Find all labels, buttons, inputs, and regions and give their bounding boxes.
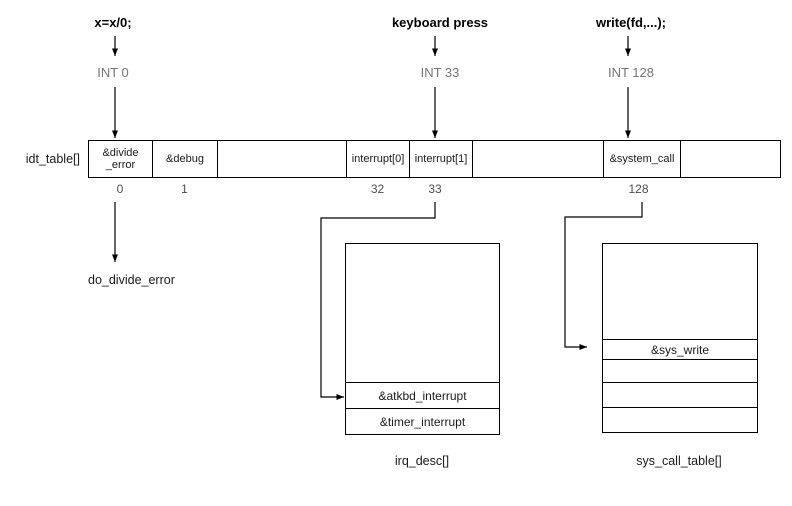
idt-cell-empty-1 — [218, 141, 347, 177]
idt-cell-interrupt0: interrupt[0] — [347, 141, 410, 177]
idt-index-32: 32 — [370, 182, 385, 196]
irq-desc-row-empty — [346, 244, 499, 383]
sys-call-row-sys-write: &sys_write — [603, 340, 757, 360]
idt-cell-empty-2 — [473, 141, 604, 177]
sys-call-table: &sys_write — [602, 243, 758, 433]
trigger-code-keyboard: keyboard press — [391, 15, 489, 30]
idt-table-label: idt_table[] — [25, 152, 80, 166]
idt-cell-interrupt1: interrupt[1] — [410, 141, 473, 177]
irq-desc-row-atkbd: &atkbd_interrupt — [346, 383, 499, 409]
idt-index-128: 128 — [628, 182, 649, 196]
idt-table: &divide _error &debug interrupt[0] inter… — [88, 140, 781, 178]
idt-index-1: 1 — [181, 182, 188, 196]
trigger-code-write: write(fd,...); — [595, 15, 667, 30]
irq-desc-caption: irq_desc[] — [394, 454, 450, 468]
int-label-0: INT 0 — [97, 65, 129, 80]
int-label-128: INT 128 — [607, 65, 654, 80]
do-divide-error-label: do_divide_error — [88, 273, 175, 287]
trigger-code-divide: x=x/0; — [94, 15, 132, 30]
int-label-33: INT 33 — [420, 65, 460, 80]
irq-desc-table: &atkbd_interrupt &timer_interrupt — [345, 243, 500, 435]
idt-cell-system-call: &system_call — [604, 141, 681, 177]
irq-desc-row-timer: &timer_interrupt — [379, 414, 466, 429]
idt-cell-debug: &debug — [153, 141, 218, 177]
sys-call-table-caption: sys_call_table[] — [636, 454, 722, 468]
idt-index-0: 0 — [116, 182, 124, 196]
idt-cell-empty-3 — [681, 141, 780, 177]
sys-call-row-empty-3 — [603, 408, 757, 432]
sys-call-row-empty-top — [603, 244, 757, 340]
idt-index-33: 33 — [428, 182, 442, 196]
sys-call-row-empty-1 — [603, 360, 757, 383]
idt-cell-divide-error: &divide _error — [89, 141, 153, 177]
sys-call-row-empty-2 — [603, 383, 757, 408]
